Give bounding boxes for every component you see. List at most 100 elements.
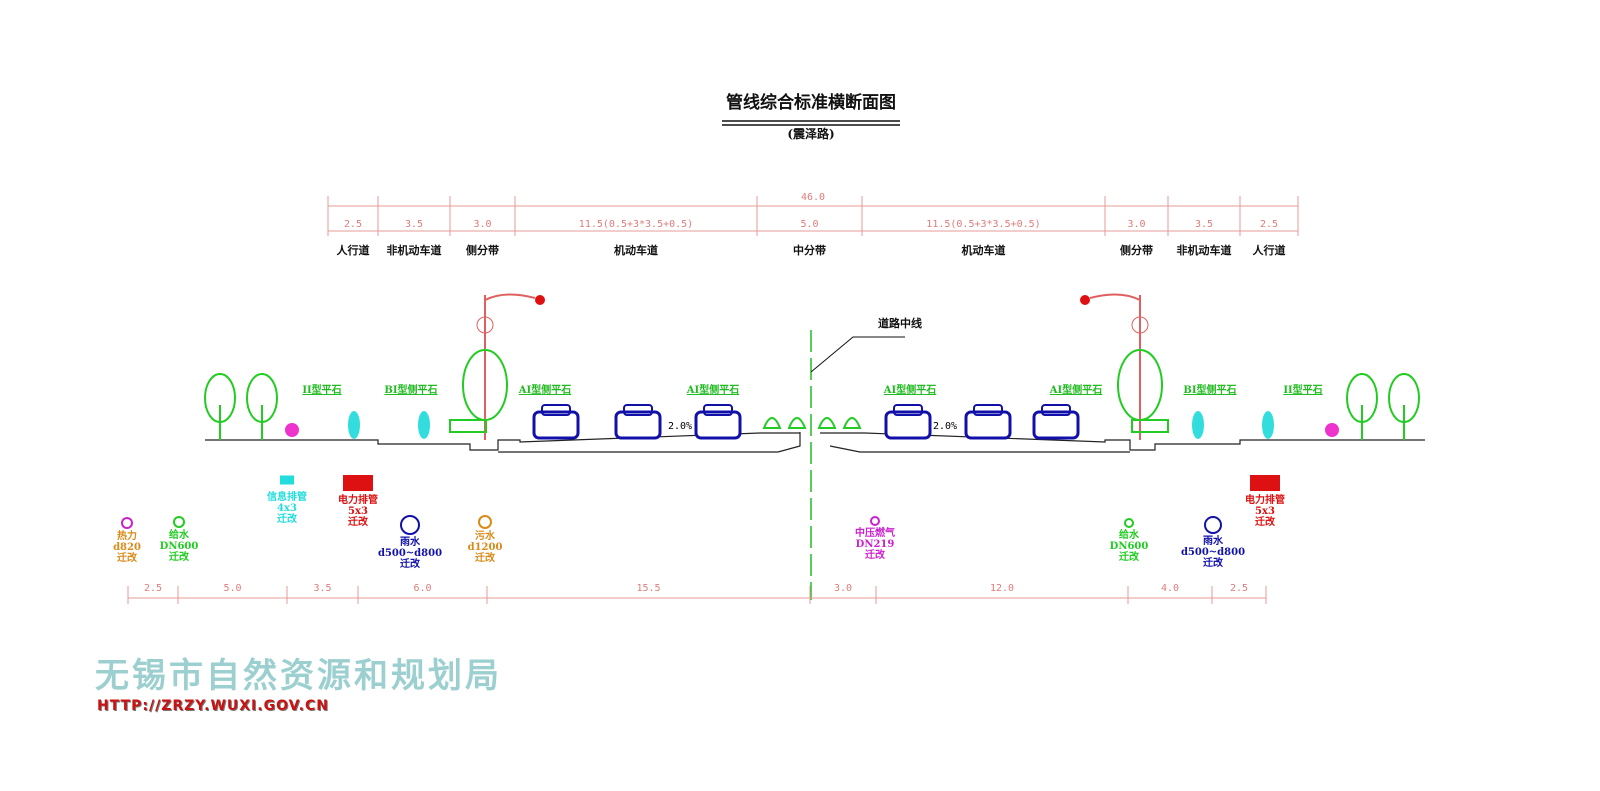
pipe-spacing: 2.5 [1229, 583, 1249, 594]
pedestrian-icon [418, 411, 430, 439]
website-link[interactable]: HTTP://ZRZY.WUXI.GOV.CN [97, 698, 329, 714]
scenery [204, 293, 1420, 440]
pipe-note: 迁改 [169, 552, 189, 563]
drawing-title: 管线综合标准横断面图 [726, 93, 896, 113]
segment-width: 5.0 [800, 219, 819, 230]
curb-label: II型平石 [1283, 385, 1323, 396]
pedestrian-icon [1192, 411, 1204, 439]
pipe-name: 污水 [474, 531, 495, 542]
pipe-note: 迁改 [348, 517, 368, 528]
curb-label: AI型侧平石 [686, 385, 740, 396]
pipe-spacing: 2.5 [143, 583, 163, 594]
pipe-name: 信息排管 [267, 492, 307, 503]
shrub-icon [285, 423, 299, 437]
pipe-note: 迁改 [117, 553, 137, 564]
segment-name: 侧分带 [1120, 244, 1153, 257]
pipe-note: 迁改 [400, 559, 420, 570]
slope-left: 2.0% [667, 421, 693, 432]
pedestrian-icon [348, 411, 360, 439]
pipe-note: 迁改 [277, 514, 297, 525]
pipe-circle-icon [478, 515, 492, 529]
median-plant-icon [842, 417, 862, 429]
pipe-spec: 5x3 [1255, 506, 1275, 517]
car-icon [532, 404, 580, 440]
centerline-leader [810, 336, 905, 373]
pipe-name: 给水 [1119, 530, 1139, 541]
hedge-icon [1131, 419, 1169, 433]
pipe-circle-icon [121, 517, 133, 529]
segment-width: 2.5 [1259, 219, 1279, 230]
pipe-spacing: 4.0 [1160, 583, 1180, 594]
pipe-spec: DN600 [159, 541, 199, 552]
segment-name: 侧分带 [466, 244, 499, 257]
title-underline [722, 120, 900, 126]
top-dimension-lines [327, 196, 1299, 236]
tree-icon [1388, 373, 1420, 440]
curb-label: AI型侧平石 [883, 385, 937, 396]
tree-icon [246, 373, 278, 440]
road-name: (震泽路) [787, 127, 835, 141]
pipe-circle-icon [1204, 516, 1222, 534]
segment-name: 中分带 [793, 244, 826, 257]
segment-width: 11.5(0.5+3*3.5+0.5) [926, 219, 1041, 230]
road-surface [205, 432, 1425, 453]
pipe-circle-icon [400, 515, 420, 535]
pipe-spacing: 15.5 [636, 583, 661, 594]
slope-right: 2.0% [932, 421, 958, 432]
duct-bank-icon [280, 475, 294, 485]
pipe-spacing: 5.0 [223, 583, 242, 594]
pipe-spec: 4x3 [277, 503, 297, 514]
pipe-spacing: 3.5 [313, 583, 332, 594]
pipe-circle-icon [870, 516, 880, 526]
pipe-spec: DN600 [1109, 541, 1149, 552]
segment-width: 11.5(0.5+3*3.5+0.5) [578, 219, 694, 230]
car-icon [1032, 404, 1080, 440]
pipe-spacing: 3.0 [833, 583, 853, 594]
curb-label: AI型侧平石 [1049, 385, 1103, 396]
segment-width: 3.0 [1127, 219, 1146, 230]
segment-name: 机动车道 [961, 244, 1006, 257]
segment-name: 人行道 [336, 244, 370, 257]
segment-width: 3.5 [1194, 219, 1214, 230]
pipe-spec: DN219 [855, 539, 895, 550]
street-lamp-icon [1080, 293, 1163, 440]
pipe-spacing: 6.0 [413, 583, 432, 594]
duct-bank-icon [1250, 475, 1280, 491]
pipe-name: 电力排管 [1245, 495, 1285, 506]
centerline-label: 道路中线 [878, 317, 922, 330]
segment-name: 机动车道 [614, 244, 658, 257]
segment-width: 2.5 [343, 219, 363, 230]
pipe-spec: d500~d800 [1180, 547, 1246, 558]
segment-width: 3.5 [404, 219, 424, 230]
pipe-note: 迁改 [474, 553, 495, 564]
pipe-name: 中压燃气 [855, 528, 895, 539]
pipe-spec: 5x3 [348, 506, 368, 517]
pipe-circle-icon [1124, 518, 1134, 528]
median-plant-icon [817, 417, 837, 429]
segment-name: 非机动车道 [1176, 244, 1232, 257]
car-icon [614, 404, 662, 440]
curb-label: II型平石 [302, 385, 342, 396]
tree-icon [204, 373, 236, 440]
pipelines [121, 475, 1280, 535]
total-width: 46.0 [800, 192, 826, 203]
pipe-circle-icon [173, 516, 185, 528]
pipe-spacing: 12.0 [989, 583, 1015, 594]
organization-watermark: 无锡市自然资源和规划局 [95, 656, 502, 696]
pipe-note: 迁改 [865, 550, 885, 561]
median-plant-icon [762, 417, 782, 429]
car-icon [964, 404, 1012, 440]
car-icon [694, 404, 742, 440]
pipe-name: 电力排管 [338, 495, 378, 506]
segment-name: 非机动车道 [386, 244, 442, 257]
